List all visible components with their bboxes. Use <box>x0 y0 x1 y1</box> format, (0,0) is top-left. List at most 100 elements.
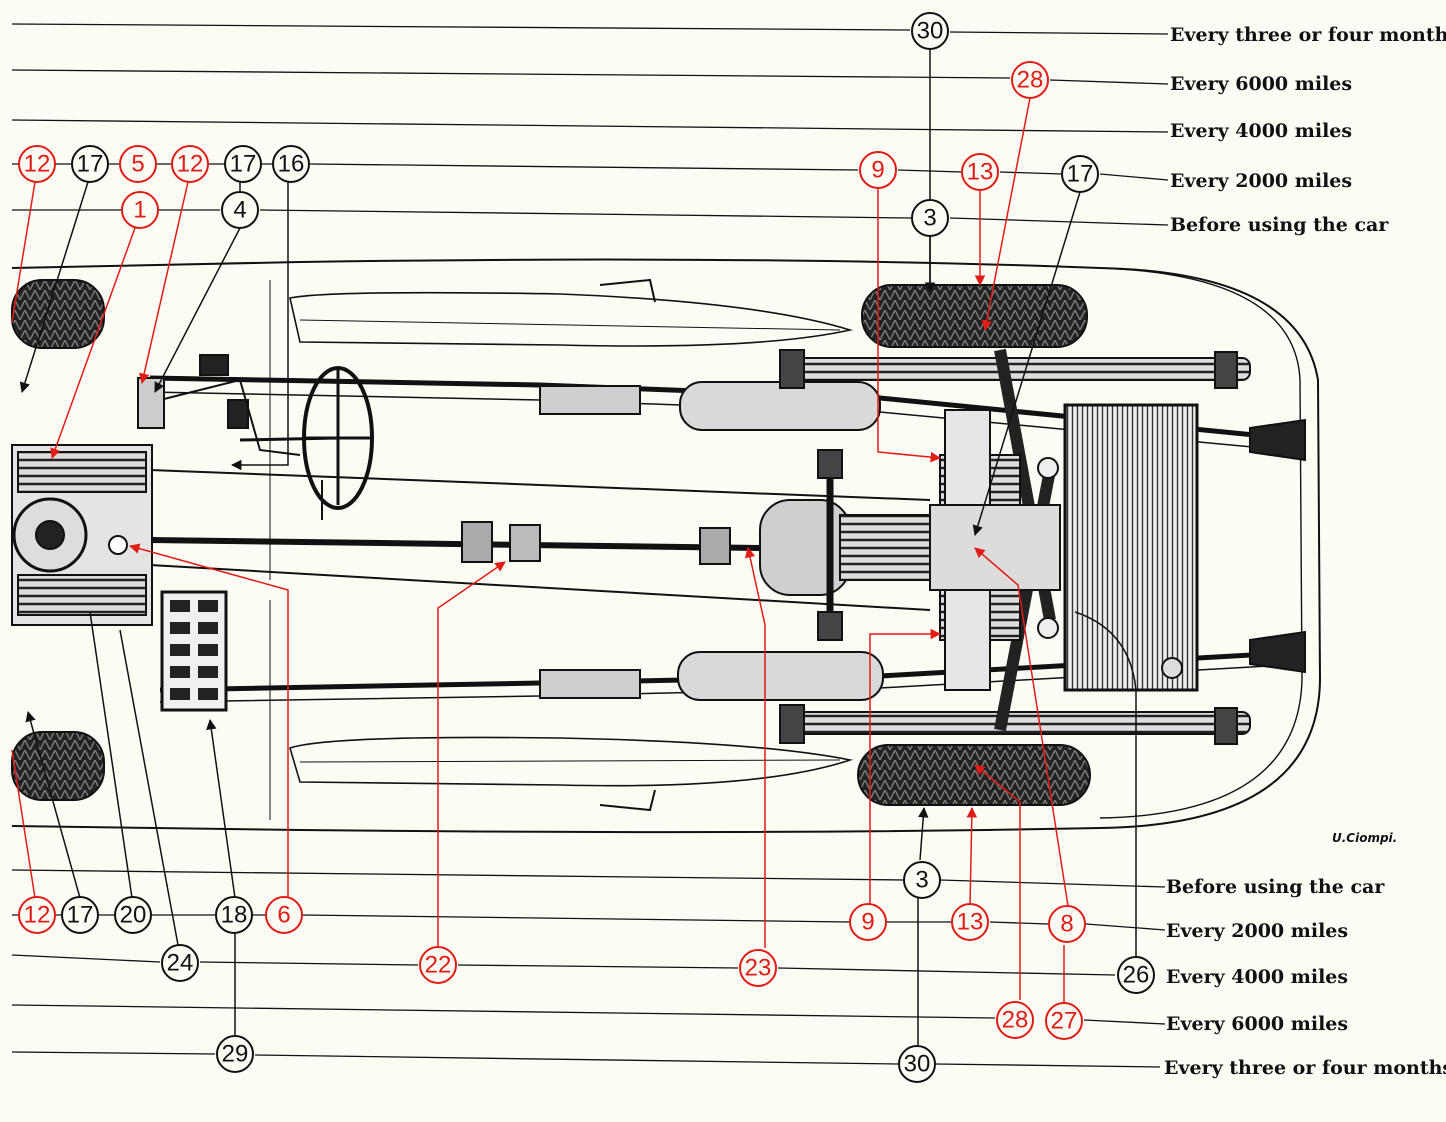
wheel-front-left-top <box>11 279 105 349</box>
callout: 9 <box>859 151 897 189</box>
callout: 12 <box>18 145 56 183</box>
callout-number: 29 <box>222 1041 249 1068</box>
callout: 1 <box>121 191 159 229</box>
callout-circle <box>119 145 157 183</box>
callout-number: 6 <box>277 902 290 929</box>
callout-circle <box>114 896 152 934</box>
callout-circle <box>71 145 109 183</box>
callout-number: 20 <box>120 902 147 929</box>
callout-circle <box>1048 905 1086 943</box>
callout-number: 5 <box>131 151 144 178</box>
callout: 12 <box>18 896 56 934</box>
callout: 17 <box>1061 155 1099 193</box>
callout-number: 17 <box>1067 161 1094 188</box>
callout-circle <box>161 944 199 982</box>
callout-circle <box>849 903 887 941</box>
callout-number: 30 <box>917 18 944 45</box>
callout: 3 <box>903 861 941 899</box>
callout-number: 30 <box>904 1051 931 1078</box>
callout-circle <box>1117 956 1155 994</box>
callout-circle <box>18 896 56 934</box>
callout-number: 24 <box>167 950 194 977</box>
schedule-label: Every three or four months <box>1170 24 1446 46</box>
callout: 26 <box>1117 956 1155 994</box>
callout: 17 <box>71 145 109 183</box>
callout: 17 <box>61 896 99 934</box>
callouts: 30 28 12 17 5 12 17 16 9 13 17 1 4 3 3 1… <box>18 12 1155 1083</box>
callout-circle <box>1011 61 1049 99</box>
callout: 30 <box>898 1045 936 1083</box>
callout-circle <box>911 199 949 237</box>
callout-number: 4 <box>233 197 246 224</box>
callout: 5 <box>119 145 157 183</box>
callout-circle <box>951 903 989 941</box>
callout-circle <box>911 12 949 50</box>
schedule-label: Every 6000 miles <box>1166 1013 1348 1035</box>
callout-number: 28 <box>1017 67 1044 94</box>
callout: 9 <box>849 903 887 941</box>
schedule-label: Every 6000 miles <box>1170 73 1352 95</box>
schedule-label: Every 4000 miles <box>1170 120 1352 142</box>
callout-circle <box>221 191 259 229</box>
callout-number: 3 <box>923 205 936 232</box>
callout-circle <box>224 145 262 183</box>
schedule-label: Every three or four months <box>1164 1057 1446 1079</box>
leader-lines <box>11 48 1137 1045</box>
callout: 28 <box>996 1001 1034 1039</box>
callout-number: 1 <box>133 197 146 224</box>
radiator <box>1063 403 1199 692</box>
callout-circle <box>903 861 941 899</box>
callout-number: 9 <box>871 157 884 184</box>
callout-number: 17 <box>67 902 94 929</box>
callout-number: 13 <box>967 159 994 186</box>
callout: 3 <box>911 199 949 237</box>
callout-circle <box>961 153 999 191</box>
callout-number: 8 <box>1060 911 1073 938</box>
propeller-shaft <box>149 537 761 551</box>
callout: 12 <box>171 145 209 183</box>
callout: 23 <box>739 949 777 987</box>
callout-circle <box>171 145 209 183</box>
callout-circle <box>18 145 56 183</box>
callout-number: 18 <box>221 902 248 929</box>
schedule-label: Every 4000 miles <box>1166 966 1348 988</box>
schedule-label: Every 2000 miles <box>1166 920 1348 942</box>
callout-circle <box>215 896 253 934</box>
callout-number: 16 <box>278 151 305 178</box>
leaf-spring-top <box>779 357 1251 381</box>
callout: 30 <box>911 12 949 50</box>
callout: 29 <box>216 1035 254 1073</box>
schedule-label: Before using the car <box>1170 214 1389 236</box>
muffler-bottom <box>677 651 884 701</box>
schedule-lines <box>11 23 1169 1068</box>
car-chassis-drawing <box>11 258 1322 834</box>
callout-number: 27 <box>1051 1008 1078 1035</box>
callout-circle <box>996 1001 1034 1039</box>
callout-circle <box>272 145 310 183</box>
callout-circle <box>1061 155 1099 193</box>
wheel-rear-bottom <box>857 744 1091 806</box>
callout: 8 <box>1048 905 1086 943</box>
callout-circle <box>1045 1002 1083 1040</box>
differential <box>759 499 851 596</box>
callout-number: 23 <box>745 955 772 982</box>
callout: 13 <box>961 153 999 191</box>
door-outline-top <box>289 291 854 347</box>
callout: 18 <box>215 896 253 934</box>
callout-number: 12 <box>24 151 51 178</box>
callout: 17 <box>224 145 262 183</box>
muffler-top <box>679 381 881 431</box>
schedule-labels-bottom: Before using the car Every 2000 miles Ev… <box>1164 876 1446 1079</box>
callout-circle <box>216 1035 254 1073</box>
callout-number: 12 <box>24 902 51 929</box>
callout-number: 3 <box>915 867 928 894</box>
callout-circle <box>898 1045 936 1083</box>
callout: 6 <box>265 896 303 934</box>
callout-number: 26 <box>1123 962 1150 989</box>
callout: 20 <box>114 896 152 934</box>
callout-circle <box>739 949 777 987</box>
callout: 28 <box>1011 61 1049 99</box>
callout: 24 <box>161 944 199 982</box>
callout-number: 12 <box>177 151 204 178</box>
callout-circle <box>265 896 303 934</box>
